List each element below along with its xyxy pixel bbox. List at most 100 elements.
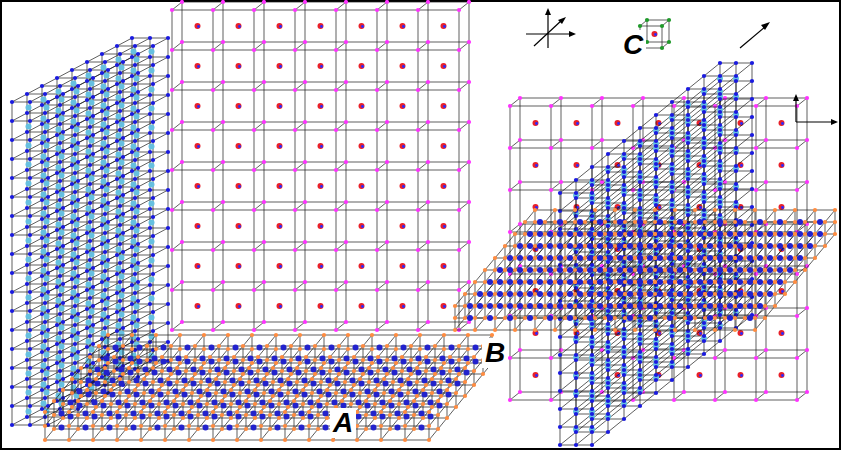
lattice-atom [40,407,44,411]
lattice-atom [58,369,62,373]
lattice-atom [55,304,59,308]
center-atom [287,381,293,387]
lattice-atom [118,52,122,56]
lattice-atom [180,200,184,204]
center-atom [740,206,743,209]
lattice-atom [427,438,431,442]
lattice-atom [361,358,365,362]
center-atom [236,103,242,109]
center-atom [400,63,406,69]
lattice-atom [241,358,245,362]
center-atom [149,182,155,188]
center-atom [71,100,77,106]
center-atom [41,97,47,103]
center-atom [68,400,74,406]
center-atom [128,356,134,362]
center-atom [44,124,50,130]
lattice-atom [136,369,140,373]
lattice-atom [436,399,440,403]
lattice-atom [10,290,14,294]
lattice-atom [295,380,299,384]
lattice-atom [115,329,119,333]
center-atom [26,333,32,339]
lattice-atom [43,92,47,96]
lattice-atom [40,179,44,183]
lattice-atom [262,80,266,84]
lattice-atom [28,385,32,389]
lattice-atom [106,163,110,167]
lattice-atom [115,253,119,257]
lattice-atom [91,228,95,232]
lattice-atom [754,272,758,276]
lattice-atom [518,138,522,142]
lattice-atom [280,369,284,373]
lattice-atom [280,355,284,359]
center-atom [279,145,282,148]
lattice-atom [467,200,471,204]
lattice-atom [103,60,107,64]
lattice-atom [303,240,307,244]
lattice-atom [211,248,215,252]
lattice-atom [262,280,266,284]
lattice-atom [262,391,266,395]
lattice-atom [61,130,65,134]
lattice-atom [61,263,65,267]
center-atom [195,263,201,269]
lattice-atom [40,350,44,354]
lattice-atom [73,285,77,289]
lattice-atom [265,372,269,376]
center-atom [257,345,263,351]
lattice-atom [70,296,74,300]
lattice-atom [100,185,104,189]
center-atom [56,127,62,133]
lattice-atom [319,394,323,398]
lattice-atom [148,150,152,154]
lattice-atom [130,150,134,154]
lattice-atom [217,344,221,348]
center-atom [182,378,188,384]
lattice-atom [403,410,407,414]
center-atom [236,23,242,29]
lattice-atom [289,358,293,362]
center-atom [26,295,32,301]
lattice-atom [241,372,245,376]
center-atom [176,370,182,376]
lattice-atom [46,271,50,275]
lattice-atom [490,333,494,337]
center-atom [277,303,283,309]
center-atom [41,268,47,274]
lattice-atom [46,347,50,351]
center-atom [359,263,365,269]
center-atom [101,236,107,242]
lattice-atom [466,333,470,337]
lattice-atom [112,369,116,373]
lattice-atom [316,413,320,417]
lattice-atom [160,383,164,387]
lattice-atom [133,139,137,143]
lattice-atom [301,416,305,420]
lattice-atom [91,342,95,346]
lattice-atom [304,369,308,373]
lattice-atom [313,344,317,348]
lattice-atom [46,366,50,370]
lattice-atom [211,438,215,442]
lattice-atom [70,201,74,205]
lattice-atom [229,402,233,406]
lattice-atom [253,388,257,392]
lattice-atom [136,242,140,246]
lattice-atom [40,198,44,202]
lattice-atom [418,347,422,351]
lattice-atom [375,168,379,172]
center-atom [407,367,413,373]
lattice-atom [289,372,293,376]
lattice-atom [252,48,256,52]
center-atom [658,332,661,335]
lattice-atom [118,337,122,341]
lattice-atom [214,377,218,381]
center-atom [101,255,107,261]
lattice-atom [133,63,137,67]
lattice-atom [303,200,307,204]
lattice-atom [466,347,470,351]
lattice-atom [764,180,768,184]
lattice-atom [43,320,47,324]
